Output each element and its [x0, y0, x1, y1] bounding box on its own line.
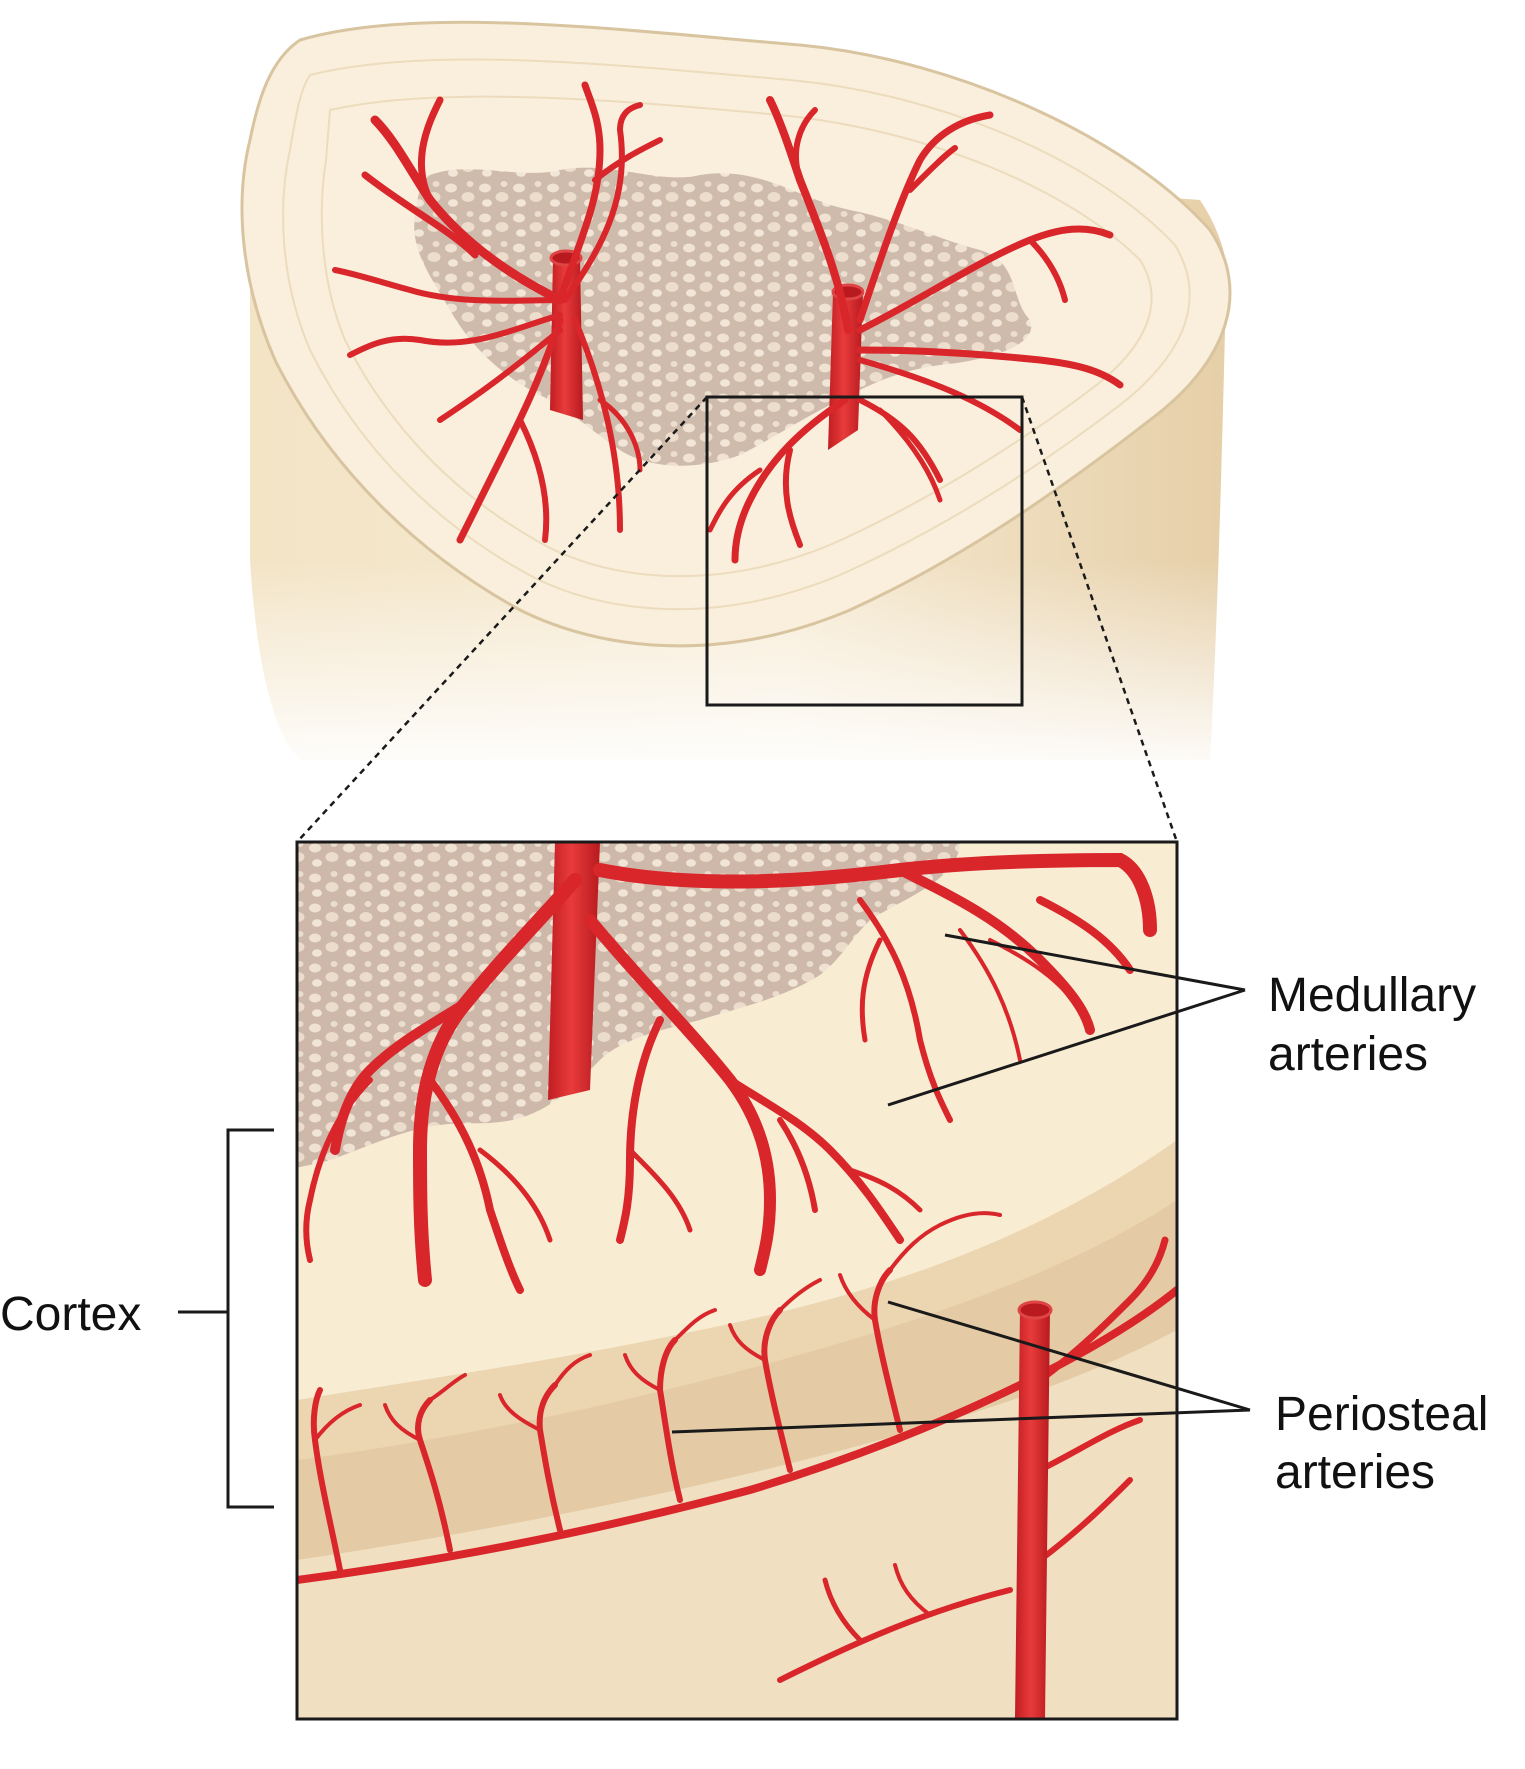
periosteal-leader-1: [887, 1300, 1251, 1412]
medullary-label-line2: arteries: [1268, 1028, 1428, 1081]
zoom-connector-left: [296, 396, 708, 843]
medullary-arteries-callout: Medullary arteries: [887, 933, 1476, 1107]
left-nutrient-artery: [332, 81, 663, 544]
medullary-leader-1: [944, 933, 1246, 992]
cortex-bracket: [226, 1128, 274, 1509]
periosteal-leader-2: [671, 1408, 1251, 1434]
medullary-label-line1: Medullary: [1268, 969, 1476, 1022]
inset-frame: [295, 840, 1179, 1721]
cortex-callout: Cortex: [0, 1128, 274, 1509]
medullary-leader-2: [887, 988, 1246, 1107]
periosteal-arteries-callout: Periosteal arteries: [671, 1300, 1488, 1499]
periosteal-label-line1: Periosteal: [1275, 1388, 1488, 1441]
zoom-connector-right: [1020, 396, 1179, 843]
inset-periosteal-branches: [297, 1211, 1177, 1683]
lower-shaft: [297, 1330, 1177, 1719]
periosteal-trunk: [1015, 1310, 1050, 1719]
right-nutrient-artery: [707, 96, 1124, 564]
bone-cross-section: [230, 20, 1250, 780]
cortex-label: Cortex: [0, 1288, 141, 1341]
periosteal-label-line2: arteries: [1275, 1446, 1435, 1499]
zoom-region-box: [705, 395, 1024, 707]
magnified-inset: [297, 842, 1177, 1719]
inset-marrow: [297, 842, 960, 1168]
cortex-ring: [282, 58, 1191, 611]
inset-medullary-branches: [303, 852, 1157, 1294]
